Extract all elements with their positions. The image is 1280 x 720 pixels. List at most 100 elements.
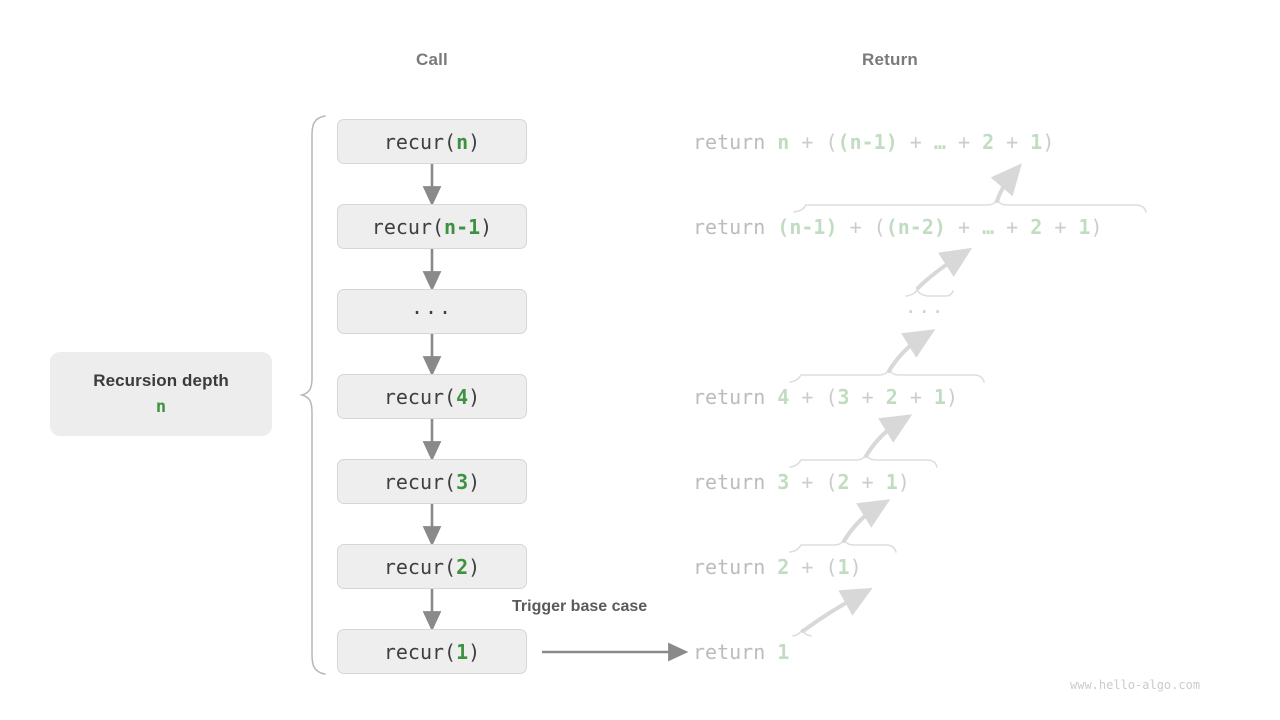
return-operand: 1 [885, 470, 898, 494]
recursion-depth-brace [299, 115, 326, 675]
call-box: recur(2) [337, 544, 527, 589]
return-operator [898, 385, 910, 409]
return-operand: 1 [777, 640, 790, 664]
return-operator: ) [849, 555, 862, 579]
return-operator [813, 555, 825, 579]
return-keyword: return [693, 555, 778, 579]
call-box-ellipsis: ... [337, 289, 527, 334]
return-operand: 2 [837, 470, 850, 494]
call-label: recur(4) [384, 385, 480, 409]
return-operator [813, 130, 825, 154]
call-box: recur(n-1) [337, 204, 527, 249]
return-statement: return (n-1) + ((n-2) + … + 2 + 1) [693, 212, 1103, 242]
return-operator [970, 215, 982, 239]
return-operator: ( [825, 385, 838, 409]
return-operator [1018, 215, 1030, 239]
return-operator: ( [825, 470, 838, 494]
call-label: recur(1) [384, 640, 480, 664]
return-brace-row-2 [793, 197, 1147, 213]
return-operator [789, 130, 801, 154]
return-operand: 2 [1030, 215, 1043, 239]
return-keyword: return [693, 130, 778, 154]
return-arrow-row-5 [864, 414, 913, 458]
return-statement: return 1 [693, 637, 789, 667]
return-operator: + [1006, 215, 1019, 239]
return-statement: return 4 + (3 + 2 + 1) [693, 382, 958, 412]
return-operand: … [982, 215, 995, 239]
return-operator: + [957, 130, 971, 154]
call-argument: 3 [456, 469, 469, 494]
ellipsis-label: ... [410, 294, 454, 319]
return-statement: return n + ((n-1) + … + 2 + 1) [693, 127, 1054, 157]
call-box: recur(4) [337, 374, 527, 419]
return-keyword: return [693, 640, 778, 664]
call-fn-name: recur( [383, 554, 457, 579]
return-operand: (n-1) [837, 130, 898, 154]
return-operator: + [909, 385, 922, 409]
return-operator [994, 130, 1006, 154]
call-fn-name: recur( [383, 129, 457, 154]
call-box: recur(1) [337, 629, 527, 674]
return-operator [813, 385, 825, 409]
call-label: recur(n) [384, 130, 480, 154]
recursion-depth-value: n [155, 397, 167, 417]
return-operand: 2 [777, 555, 790, 579]
return-operand: 1 [933, 385, 946, 409]
return-operator [1066, 215, 1078, 239]
return-operand: 3 [837, 385, 850, 409]
return-operator: ( [825, 130, 838, 154]
return-operator: ) [897, 470, 910, 494]
call-paren-close: ) [468, 639, 481, 664]
call-paren-close: ) [468, 384, 481, 409]
return-operator [789, 470, 801, 494]
column-header-return: Return [862, 50, 918, 69]
return-operator [1042, 215, 1054, 239]
return-operand: 1 [837, 555, 850, 579]
call-box: recur(n) [337, 119, 527, 164]
return-operator [789, 555, 801, 579]
return-operator [922, 130, 934, 154]
return-operand: 2 [885, 385, 898, 409]
call-argument: n [456, 129, 469, 154]
return-operator [946, 130, 958, 154]
return-arrow-row-2 [990, 163, 1022, 203]
return-operand: … [933, 130, 946, 154]
return-arrow-row-7 [801, 587, 873, 633]
return-brace-row-5 [789, 452, 938, 468]
column-header-call: Call [416, 50, 448, 69]
recursion-depth-card: Recursion depth n [50, 352, 272, 436]
return-arrow-row-6 [842, 499, 891, 543]
watermark: www.hello-algo.com [1070, 678, 1201, 692]
call-fn-name: recur( [383, 384, 457, 409]
call-argument: 2 [456, 554, 469, 579]
return-operator: + [909, 130, 922, 154]
return-operator [898, 130, 910, 154]
return-operator: + [1054, 215, 1067, 239]
return-operator [1018, 130, 1030, 154]
call-fn-name: recur( [383, 469, 457, 494]
call-label: recur(n-1) [372, 215, 492, 239]
return-operator: ) [945, 385, 958, 409]
return-operand: 2 [982, 130, 995, 154]
return-operator [813, 470, 825, 494]
return-operand: (n-2) [885, 215, 946, 239]
return-operator [789, 385, 801, 409]
return-operator: + [801, 470, 814, 494]
return-operator [994, 215, 1006, 239]
return-arrow-row-4 [887, 329, 936, 373]
return-operator [862, 215, 874, 239]
return-operand: (n-1) [777, 215, 838, 239]
call-box: recur(3) [337, 459, 527, 504]
return-brace-row-7 [792, 628, 812, 637]
call-argument: n-1 [444, 214, 481, 239]
return-operator: + [957, 215, 971, 239]
call-fn-name: recur( [371, 214, 445, 239]
return-operator: + [849, 215, 862, 239]
call-argument: 1 [456, 639, 469, 664]
return-operator: ) [1090, 215, 1103, 239]
call-label: recur(2) [384, 555, 480, 579]
call-paren-close: ) [468, 129, 481, 154]
trigger-base-case-label: Trigger base case [512, 598, 648, 615]
return-operator: + [801, 130, 814, 154]
